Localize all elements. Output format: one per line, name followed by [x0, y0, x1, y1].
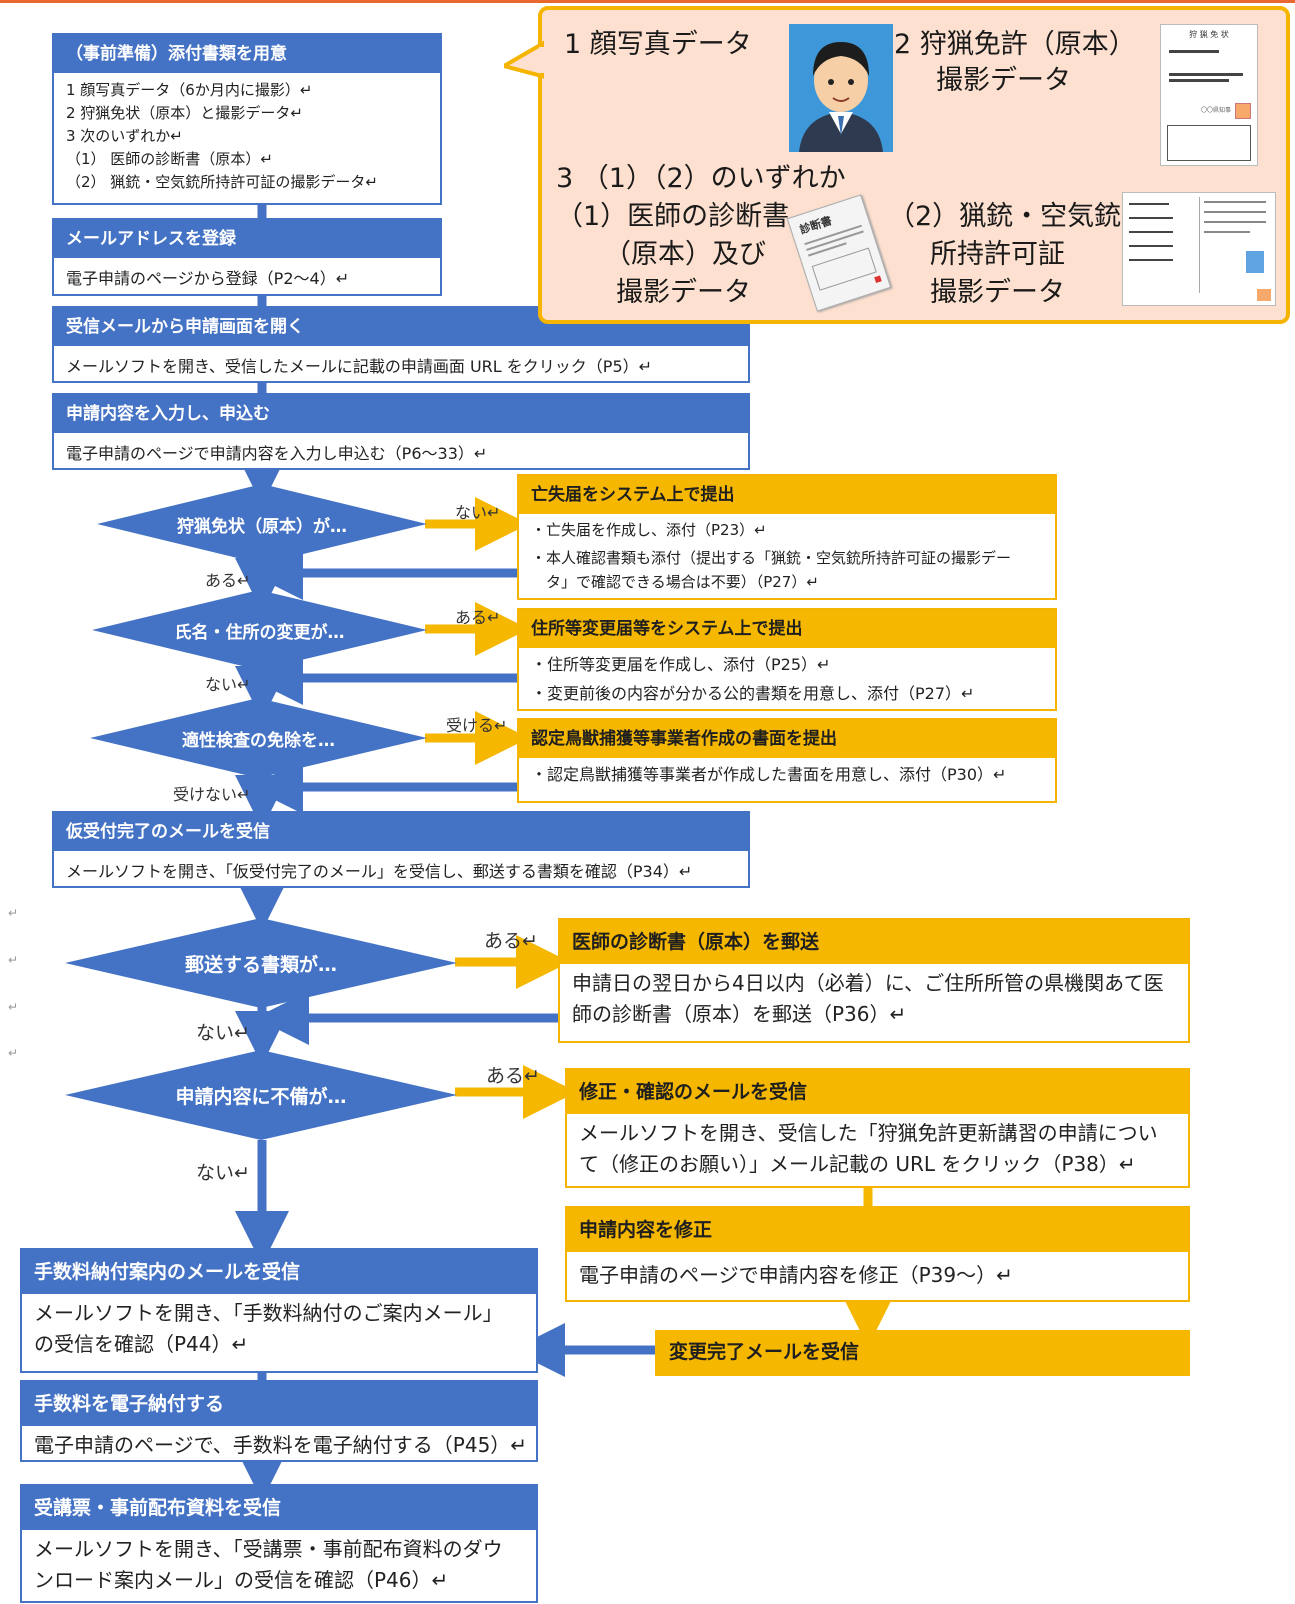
decision-mailing-no: ない↵ [196, 1022, 250, 1044]
prep-title: （事前準備）添付書類を用意 [54, 35, 440, 73]
top-rule [0, 0, 1295, 3]
hunting-license-image: 狩 猟 免 状 〇〇県知事 [1160, 24, 1258, 166]
cert-box: 認定鳥獣捕獲等事業者作成の書面を提出 ・認定鳥獣捕獲等事業者が作成した書面を用意… [517, 718, 1057, 803]
provisional-title: 仮受付完了のメールを受信 [54, 813, 748, 851]
decision-license-no: ある↵ [205, 571, 251, 590]
callout-item-either: 3 （1）（2）のいずれか [556, 163, 846, 194]
address-box: 住所等変更届等をシステム上で提出 ・住所等変更届を作成し、添付（P25）↵ ・変… [517, 608, 1057, 711]
callout-item-gun-permit: （2）猟銃・空気銃 [888, 201, 1122, 232]
decision-mailing-yes: ある↵ [484, 930, 538, 952]
face-photo-image [789, 24, 893, 152]
ticket-line: ンロード案内メール」の受信を確認（P46）↵ [34, 1568, 449, 1592]
mail-doc-box: 医師の診断書（原本）を郵送 申請日の翌日から4日以内（必着）に、ご住所所管の県機… [558, 918, 1190, 1043]
callout-item-photo: 1 顔写真データ [564, 29, 752, 60]
cert-title: 認定鳥獣捕獲等事業者作成の書面を提出 [519, 720, 1055, 758]
address-title: 住所等変更届等をシステム上で提出 [519, 610, 1055, 648]
fix-title: 申請内容を修正 [567, 1208, 1188, 1252]
fix-mail-box: 修正・確認のメールを受信 メールソフトを開き、受信した「狩猟免許更新講習の申請に… [565, 1068, 1190, 1188]
attachments-callout: 1 顔写真データ 2 狩猟免許（原本） 撮影データ 狩 猟 免 状 〇〇県知事 … [504, 6, 1290, 324]
decision-defect-no: ない↵ [196, 1162, 250, 1184]
mail-doc-line: 師の診断書（原本）を郵送（P36）↵ [572, 1002, 907, 1026]
fee-pay-box: 手数料を電子納付する 電子申請のページで、手数料を電子納付する（P45）↵ [20, 1380, 538, 1462]
decision-license: 狩猟免状（原本）が… [97, 484, 427, 564]
address-line: ・住所等変更届を作成し、添付（P25）↵ [531, 655, 831, 674]
callout-item-diagnosis-data: 撮影データ [616, 277, 751, 308]
provisional-box: 仮受付完了のメールを受信 メールソフトを開き、「仮受付完了のメール」を受信し、郵… [52, 811, 750, 888]
decision-mailing-text: 郵送する書類が… [184, 953, 337, 976]
fee-pay-body: 電子申請のページで、手数料を電子納付する（P45）↵ [34, 1433, 528, 1457]
fix-body: 電子申請のページで申請内容を修正（P39～）↵ [579, 1263, 1013, 1287]
decision-exemption-yes: 受ける↵ [446, 716, 508, 735]
register-body: 電子申請のページから登録（P2～4）↵ [66, 269, 350, 288]
ticket-box: 受講票・事前配布資料を受信 メールソフトを開き、「受講票・事前配布資料のダウ ン… [20, 1484, 538, 1603]
fix-mail-line: て（修正のお願い）」メール記載の URL をクリック（P38）↵ [579, 1152, 1136, 1176]
decision-address-no: ない↵ [205, 675, 251, 694]
callout-item-diagnosis-original: （原本）及び [604, 239, 766, 270]
fee-mail-line: メールソフトを開き、「手数料納付のご案内メール」 [34, 1301, 503, 1325]
decision-defect-yes: ある↵ [486, 1065, 540, 1087]
mail-doc-title: 医師の診断書（原本）を郵送 [560, 920, 1188, 964]
prep-line: （1） 医師の診断書（原本）↵ [66, 150, 273, 168]
fix-mail-line: メールソフトを開き、受信した「狩猟免許更新講習の申請につい [579, 1121, 1158, 1145]
cert-line: ・認定鳥獣捕獲等事業者が作成した書面を用意し、添付（P30）↵ [531, 765, 1007, 784]
apply-box: 申請内容を入力し、申込む 電子申請のページで申請内容を入力し申込む（P6～33）… [52, 393, 750, 470]
register-box: メールアドレスを登録 電子申請のページから登録（P2～4）↵ [52, 218, 442, 296]
decision-defect: 申請内容に不備が… [65, 1050, 457, 1140]
callout-pointer [504, 40, 544, 79]
fee-mail-line: の受信を確認（P44）↵ [34, 1332, 249, 1356]
changed-box: 変更完了メールを受信 [655, 1330, 1190, 1376]
prep-line: 3 次のいずれか↵ [66, 127, 183, 145]
return-mark: ↵ [8, 953, 19, 967]
ticket-line: メールソフトを開き、「受講票・事前配布資料のダウ [34, 1537, 503, 1561]
decision-exemption-text: 適性検査の免除を… [182, 730, 335, 751]
prep-box: （事前準備）添付書類を用意 1 顔写真データ（6か月内に撮影）↵ 2 狩猟免状（… [52, 33, 442, 205]
provisional-body: メールソフトを開き、「仮受付完了のメール」を受信し、郵送する書類を確認（P34）… [66, 862, 693, 881]
callout-item-gun-permit-data: 撮影データ [930, 277, 1065, 308]
return-mark: ↵ [8, 1046, 19, 1060]
callout-item-diagnosis: （1）医師の診断書 [556, 201, 790, 232]
license-doc-title: 狩 猟 免 状 [1189, 30, 1229, 39]
mail-doc-line: 申請日の翌日から4日以内（必着）に、ご住所所管の県機関あて医 [572, 971, 1164, 995]
callout-item-license: 2 狩猟免許（原本） [894, 29, 1136, 60]
diagnosis-paper-image: 診断書 [782, 194, 894, 312]
decision-defect-text: 申請内容に不備が… [175, 1085, 347, 1108]
lost-line: ・亡失届を作成し、添付（P23）↵ [531, 521, 767, 539]
lost-line: タ」で確認できる場合は不要）（P27）↵ [531, 573, 819, 591]
open-form-body: メールソフトを開き、受信したメールに記載の申請画面 URL をクリック（P5）↵ [66, 357, 653, 376]
fee-pay-title: 手数料を電子納付する [22, 1382, 536, 1426]
apply-body: 電子申請のページで申請内容を入力し申込む（P6～33）↵ [66, 444, 488, 463]
decision-address: 氏名・住所の変更が… [92, 590, 427, 670]
register-title: メールアドレスを登録 [54, 220, 440, 258]
return-mark: ↵ [8, 906, 19, 920]
decision-address-text: 氏名・住所の変更が… [174, 622, 345, 643]
prep-line: 2 狩猟免状（原本）と撮影データ↵ [66, 104, 303, 122]
fix-mail-title: 修正・確認のメールを受信 [567, 1070, 1188, 1114]
decision-license-yes: ない↵ [455, 503, 501, 522]
decision-exemption: 適性検査の免除を… [90, 698, 427, 778]
changed-title: 変更完了メールを受信 [669, 1341, 860, 1363]
prep-line: 1 顔写真データ（6か月内に撮影）↵ [66, 81, 313, 99]
lost-box: 亡失届をシステム上で提出 ・亡失届を作成し、添付（P23）↵ ・本人確認書類も添… [517, 474, 1057, 600]
return-mark: ↵ [8, 1000, 19, 1014]
decision-address-yes: ある↵ [455, 608, 501, 627]
decision-mailing: 郵送する書類が… [65, 918, 457, 1008]
callout-item-gun-permit-2: 所持許可証 [930, 239, 1065, 270]
ticket-title: 受講票・事前配布資料を受信 [22, 1486, 536, 1530]
license-box-tag: 〇〇県知事 [1201, 107, 1232, 114]
fee-mail-box: 手数料納付案内のメールを受信 メールソフトを開き、「手数料納付のご案内メール」 … [20, 1248, 538, 1373]
decision-exemption-no: 受けない↵ [173, 785, 251, 804]
prep-line: （2） 猟銃・空気銃所持許可証の撮影データ↵ [66, 173, 378, 191]
fee-mail-title: 手数料納付案内のメールを受信 [22, 1250, 536, 1294]
callout-item-license-data: 撮影データ [936, 65, 1071, 96]
fix-box: 申請内容を修正 電子申請のページで申請内容を修正（P39～）↵ [565, 1206, 1190, 1302]
gun-permit-image [1122, 192, 1276, 306]
lost-title: 亡失届をシステム上で提出 [519, 476, 1055, 514]
apply-title: 申請内容を入力し、申込む [54, 395, 748, 433]
address-line: ・変更前後の内容が分かる公的書類を用意し、添付（P27）↵ [531, 684, 975, 703]
decision-license-text: 狩猟免状（原本）が… [177, 516, 347, 537]
lost-line: ・本人確認書類も添付（提出する「猟銃・空気銃所持許可証の撮影デー [531, 549, 1012, 567]
